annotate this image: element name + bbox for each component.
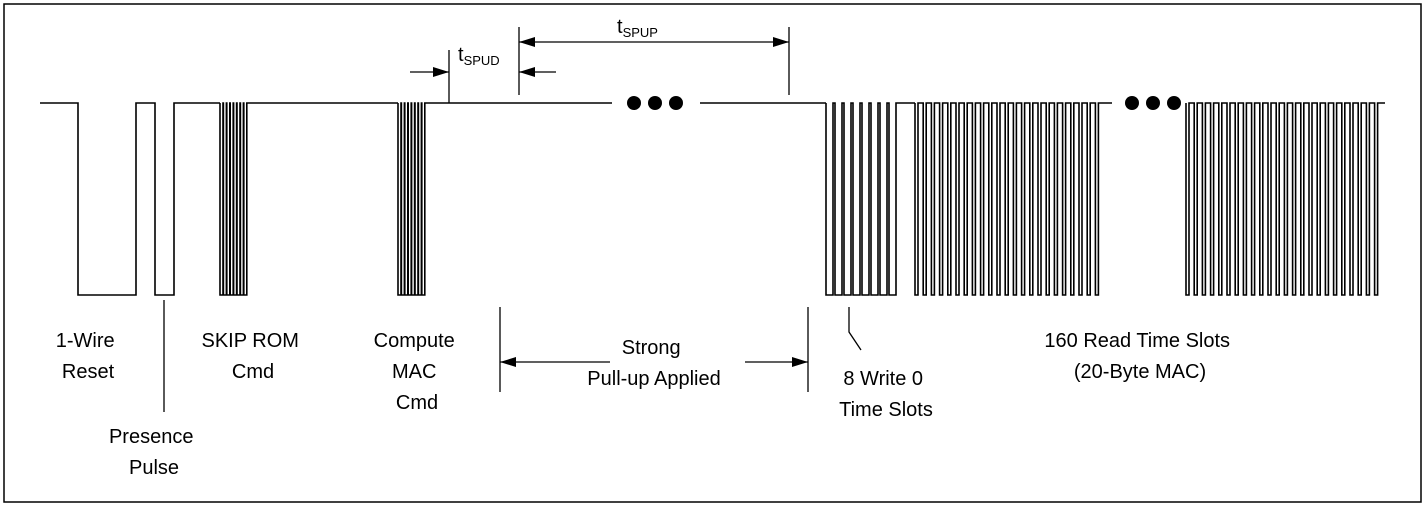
diagram-frame	[3, 3, 1422, 503]
read-slots-label: 160 Read Time Slots (20-Byte MAC)	[1044, 330, 1235, 383]
reset-label: 1-Wire Reset	[56, 330, 120, 383]
skip-rom-cmd-label: SKIP ROM Cmd	[202, 330, 305, 383]
skip-rom-pulses	[219, 102, 398, 296]
reset-presence-waveform	[40, 102, 220, 296]
continuation-dots-2	[1125, 96, 1181, 110]
tspup-left-arrowhead	[519, 37, 535, 47]
strong-pullup-label: Strong Pull-up Applied	[587, 337, 720, 390]
tspup-annotation	[518, 27, 790, 95]
compute-mac-pulses	[397, 102, 612, 296]
one-wire-waveform	[40, 102, 1385, 296]
read-pulses-part1	[914, 102, 1112, 296]
pullup-left-arrowhead	[500, 357, 516, 367]
write0-leader-line	[848, 307, 862, 351]
tspud-label: tSPUD	[458, 44, 500, 68]
write0-pulses	[825, 102, 915, 296]
write0-slots-label: 8 Write 0 Time Slots	[839, 368, 933, 421]
presence-pulse-label: Presence Pulse	[109, 426, 199, 479]
continuation-dots-1	[627, 96, 683, 110]
tspup-label: tSPUP	[617, 16, 658, 40]
read-pulses-part2	[1185, 102, 1385, 296]
compute-mac-cmd-label: Compute MAC Cmd	[374, 330, 461, 414]
pullup-right-arrowhead	[792, 357, 808, 367]
tspud-right-arrowhead	[519, 67, 535, 77]
